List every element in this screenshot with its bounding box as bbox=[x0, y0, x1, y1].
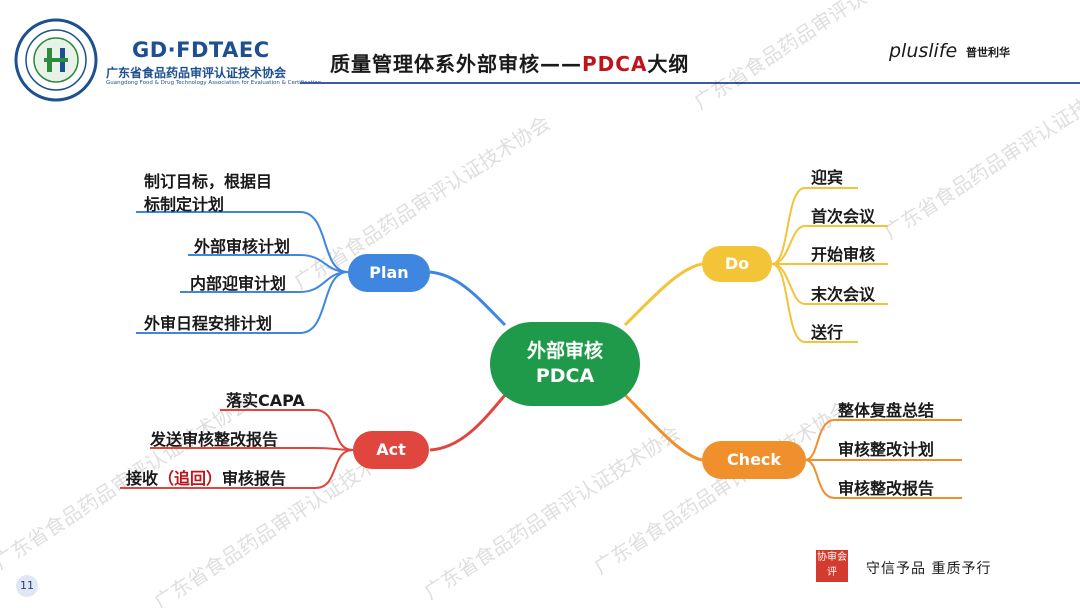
connector-do-items bbox=[771, 187, 858, 265]
center-node-line1: 外部审核 bbox=[526, 340, 603, 362]
slogan: 守信予品 重质予行 bbox=[866, 561, 992, 577]
title-tail: 大纲 bbox=[647, 52, 690, 76]
plan-item-internal-audit-plan: 内部迎审计划 bbox=[190, 274, 287, 293]
connector-act bbox=[429, 394, 507, 452]
connector-check-items bbox=[804, 459, 962, 499]
plan-item-schedule-plan: 外审日程安排计划 bbox=[144, 314, 273, 333]
plan-item-external-audit-plan: 外部审核计划 bbox=[194, 237, 291, 256]
title-main: 质量管理体系外部审核—— bbox=[330, 52, 582, 76]
brand-logo-text: pluslife bbox=[889, 40, 958, 62]
connector-do-items bbox=[771, 263, 888, 305]
connector-do-items bbox=[771, 225, 888, 265]
connector-check bbox=[623, 393, 703, 462]
connector-do-items bbox=[771, 263, 858, 343]
check-node: Check bbox=[702, 441, 806, 479]
act-item-recall: （追回） bbox=[158, 469, 223, 488]
connector-plan-items bbox=[136, 271, 349, 334]
association-seal: 协审会评 bbox=[816, 550, 848, 582]
org-name-english: Guangdong Food & Drug Technology Associa… bbox=[106, 80, 322, 86]
connector-do bbox=[623, 262, 703, 327]
connector-plan-items bbox=[188, 254, 349, 273]
org-name: 广东省食品药品审评认证技术协会 bbox=[106, 66, 287, 80]
page-title: 质量管理体系外部审核——PDCA大纲 bbox=[330, 48, 689, 77]
act-item-receive: 接收 bbox=[126, 469, 159, 488]
do-item-start-audit: 开始审核 bbox=[811, 245, 876, 264]
check-item-rectification-report: 审核整改报告 bbox=[838, 479, 935, 498]
act-item-implement-capa: 落实CAPA bbox=[226, 391, 305, 410]
org-logo bbox=[14, 18, 98, 102]
brand-name-cn: 普世利华 bbox=[966, 46, 1010, 59]
center-node-line2: PDCA bbox=[535, 365, 595, 387]
do-node: Do bbox=[702, 246, 772, 282]
page-number: 11 bbox=[16, 575, 38, 597]
connector-plan bbox=[429, 270, 507, 327]
plan-node: Plan bbox=[348, 254, 430, 292]
do-item-welcome: 迎宾 bbox=[811, 168, 844, 187]
header-divider bbox=[300, 82, 1080, 84]
do-item-closing-meeting: 末次会议 bbox=[811, 285, 876, 304]
title-accent: PDCA bbox=[582, 52, 648, 76]
center-node: 外部审核 PDCA bbox=[490, 322, 640, 406]
connector-act-items bbox=[220, 409, 354, 451]
act-item-audit-report: 审核报告 bbox=[222, 469, 287, 488]
act-item-send-report: 发送审核整改报告 bbox=[150, 430, 279, 449]
do-item-farewell: 送行 bbox=[811, 323, 844, 342]
check-item-rectification-plan: 审核整改计划 bbox=[838, 440, 935, 459]
do-item-opening-meeting: 首次会议 bbox=[811, 207, 876, 226]
connector-act-items bbox=[120, 449, 354, 489]
org-abbreviation: GD·FDTAEC bbox=[132, 38, 270, 62]
check-item-review-summary: 整体复盘总结 bbox=[838, 401, 935, 420]
plan-item-set-goals: 制订目标，根据目 bbox=[144, 172, 273, 191]
connector-plan-items bbox=[136, 211, 349, 273]
connector-check-items bbox=[804, 419, 962, 461]
plan-item-set-goals: 标制定计划 bbox=[144, 195, 225, 214]
act-item-receive-report: 接收（追回）审核报告 bbox=[126, 465, 286, 489]
act-node: Act bbox=[353, 431, 429, 469]
